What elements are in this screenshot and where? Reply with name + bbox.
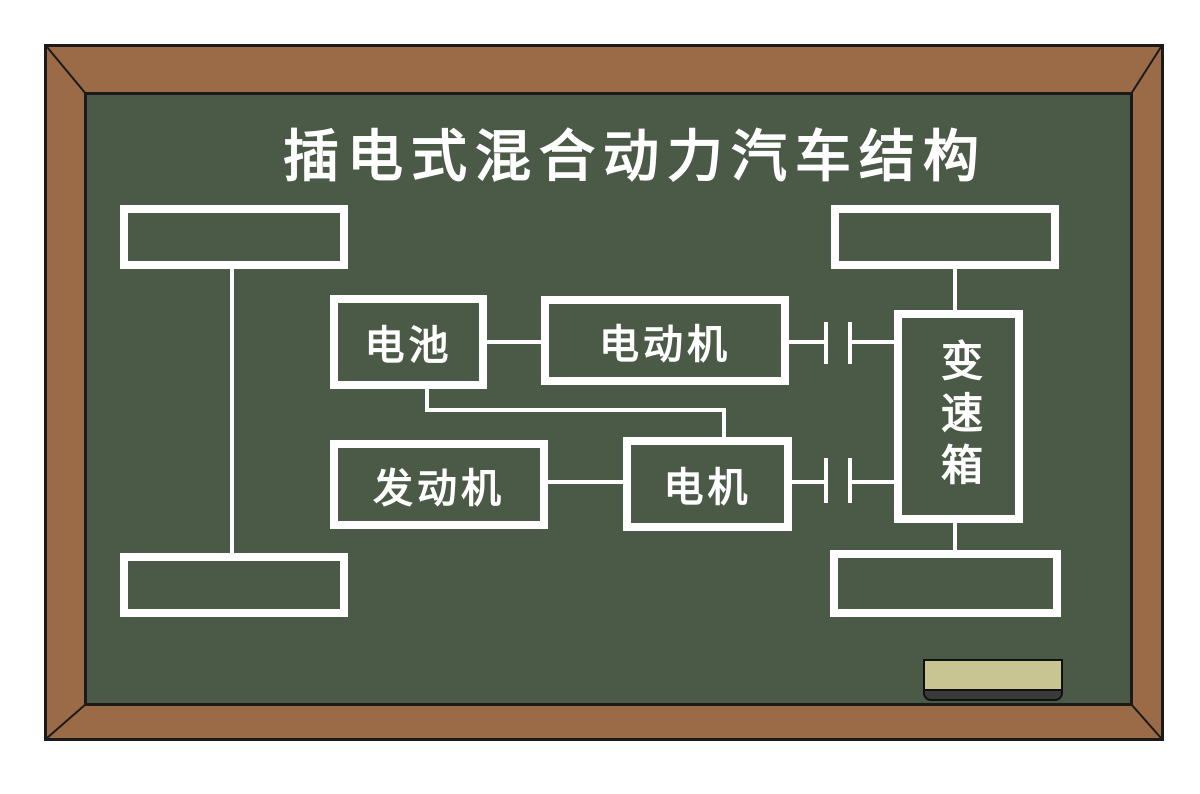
electric-motor-box: 电动机 [541,296,789,385]
gearbox-box: 变速箱 [894,310,1023,523]
generator-box: 电机 [623,437,792,531]
diagram-title: 插电式混合动力汽车结构 [283,125,987,190]
wheel-top-left [120,205,348,269]
wheel-top-right [831,205,1059,269]
frame-corner-tr [1130,46,1162,95]
wheel-bottom-left [120,553,348,617]
battery-generator-line [425,388,726,437]
engine-box: 发动机 [330,440,548,529]
wheel-bottom-right [830,550,1061,617]
battery-box: 电池 [330,295,487,389]
frame-corner-tl [46,46,87,95]
frame-corner-bl [46,703,87,739]
chalkboard-eraser [923,659,1063,701]
chalkboard [84,92,1133,706]
frame-corner-br [1130,703,1162,739]
